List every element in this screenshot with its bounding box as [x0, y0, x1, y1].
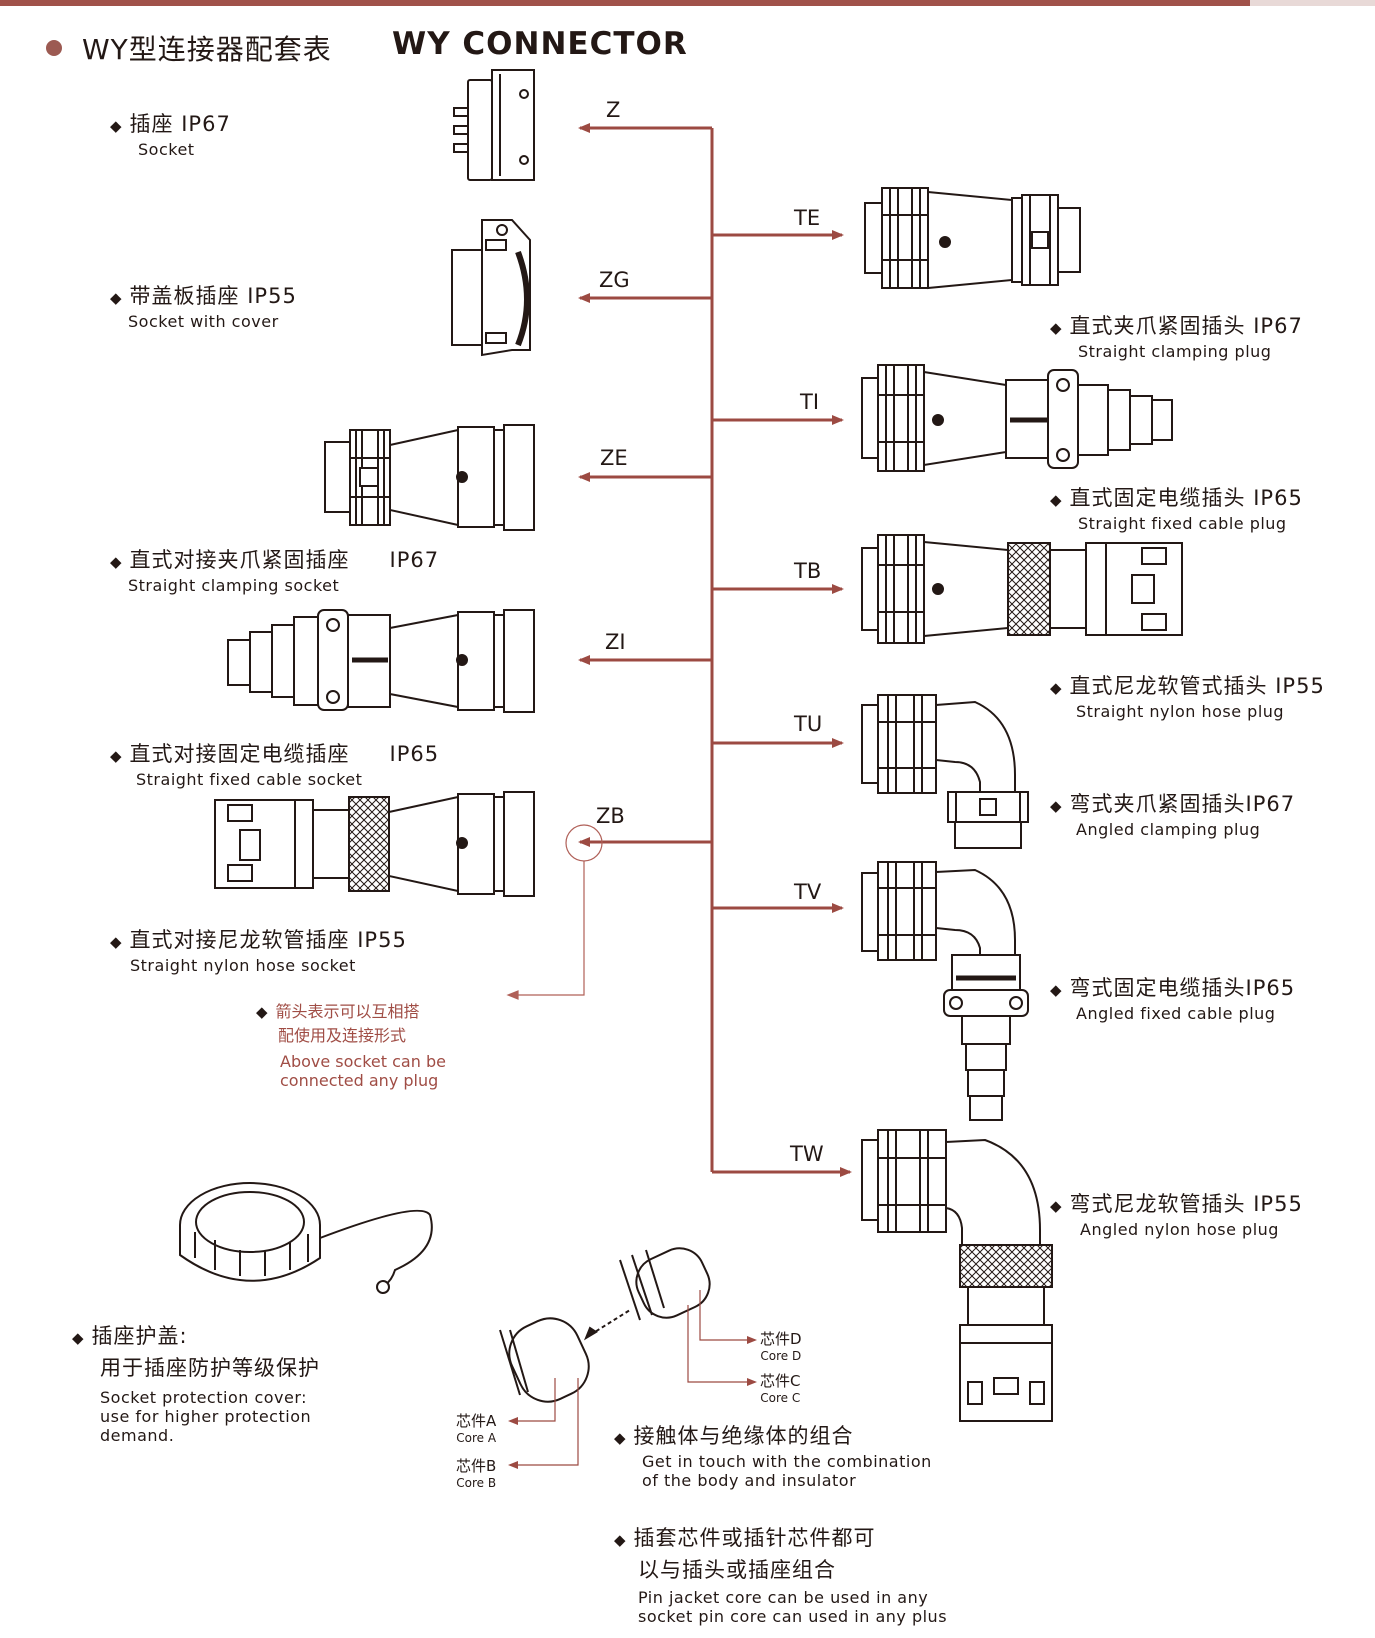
code-zg: ZG [599, 268, 630, 292]
diamond-bullet-icon: ◆ [110, 289, 122, 307]
diamond-bullet-icon: ◆ [72, 1329, 84, 1347]
page-title-cn: WY型连接器配套表 [82, 33, 332, 66]
code-tb: TB [794, 559, 822, 583]
arrow-note: ◆箭头表示可以互相搭 配使用及连接形式 Above socket can be … [256, 1002, 446, 1090]
label-socket-z: ◆插座 IP67 Socket [110, 112, 231, 159]
plug-tu-drawing [861, 694, 1029, 849]
diamond-bullet-icon: ◆ [1050, 1197, 1062, 1215]
code-z: Z [606, 98, 621, 122]
code-te: TE [794, 206, 821, 230]
diamond-bullet-icon: ◆ [1050, 491, 1062, 509]
core-arrowheads [508, 1336, 757, 1469]
code-ze: ZE [600, 446, 628, 470]
code-ti: TI [800, 390, 820, 414]
page-title-en: WY CONNECTOR [392, 26, 688, 62]
core-leaders [510, 1290, 755, 1466]
diamond-bullet-icon: ◆ [1050, 797, 1062, 815]
label-plug-tu: ◆弯式夹爪紧固插头IP67 Angled clamping plug [1050, 792, 1296, 839]
label-core-a: 芯件A Core A [456, 1412, 497, 1445]
diamond-bullet-icon: ◆ [110, 933, 122, 951]
socket-z-drawing [453, 69, 535, 181]
label-socket-zg: ◆带盖板插座 IP55 Socket with cover [110, 284, 297, 331]
label-core-d: 芯件D Core D [760, 1330, 802, 1363]
label-socket-zb: ◆直式对接尼龙软管插座 IP55 Straight nylon hose soc… [110, 928, 407, 975]
diamond-bullet-icon: ◆ [614, 1429, 626, 1447]
label-pin-core: ◆插套芯件或插针芯件都可 以与插头或插座组合 Pin jacket core c… [614, 1526, 948, 1626]
protective-cover-drawing [179, 1182, 433, 1294]
label-plug-tb: ◆直式尼龙软管式插头 IP55 Straight nylon hose plug [1050, 674, 1325, 721]
label-core-c: 芯件C Core C [760, 1372, 801, 1405]
diamond-bullet-icon: ◆ [1050, 981, 1062, 999]
top-accent-bar [0, 0, 1250, 6]
socket-zb-drawing [214, 791, 535, 897]
code-zi: ZI [605, 630, 626, 654]
plug-tb-drawing [861, 534, 1183, 644]
label-core-b: 芯件B Core B [456, 1457, 497, 1490]
diamond-bullet-icon: ◆ [1050, 319, 1062, 337]
diamond-bullet-icon: ◆ [1050, 679, 1062, 697]
socket-zi-drawing [227, 609, 535, 713]
diamond-bullet-icon: ◆ [256, 1003, 268, 1021]
socket-zg-drawing [451, 219, 531, 357]
plug-tv-drawing [861, 861, 1029, 1121]
label-protective-cover: ◆插座护盖: 用于插座防护等级保护 Socket protection cove… [72, 1324, 320, 1445]
label-combination: ◆接触体与绝缘体的组合 Get in touch with the combin… [614, 1424, 932, 1490]
diamond-bullet-icon: ◆ [110, 117, 122, 135]
plug-ti-drawing [861, 364, 1173, 472]
top-accent-bar-light [1250, 0, 1375, 6]
label-plug-ti: ◆直式固定电缆插头 IP65 Straight fixed cable plug [1050, 486, 1303, 533]
diamond-bullet-icon: ◆ [614, 1531, 626, 1549]
title-bullet-icon [46, 40, 62, 56]
socket-ze-drawing [324, 424, 535, 531]
code-tw: TW [790, 1142, 824, 1166]
code-tv: TV [794, 880, 822, 904]
label-plug-tw: ◆弯式尼龙软管插头 IP55 Angled nylon hose plug [1050, 1192, 1303, 1239]
trunk-lines [578, 123, 852, 1177]
code-zb: ZB [596, 804, 625, 828]
plug-tw-drawing [861, 1129, 1053, 1422]
note-leader [506, 824, 603, 1000]
label-plug-te: ◆直式夹爪紧固插头 IP67 Straight clamping plug [1050, 314, 1303, 361]
diamond-bullet-icon: ◆ [110, 553, 122, 571]
label-plug-tv: ◆弯式固定电缆插头IP65 Angled fixed cable plug [1050, 976, 1296, 1023]
code-tu: TU [794, 712, 823, 736]
core-assembly-drawing [499, 1247, 711, 1403]
plug-te-drawing [864, 187, 1081, 290]
diamond-bullet-icon: ◆ [110, 747, 122, 765]
